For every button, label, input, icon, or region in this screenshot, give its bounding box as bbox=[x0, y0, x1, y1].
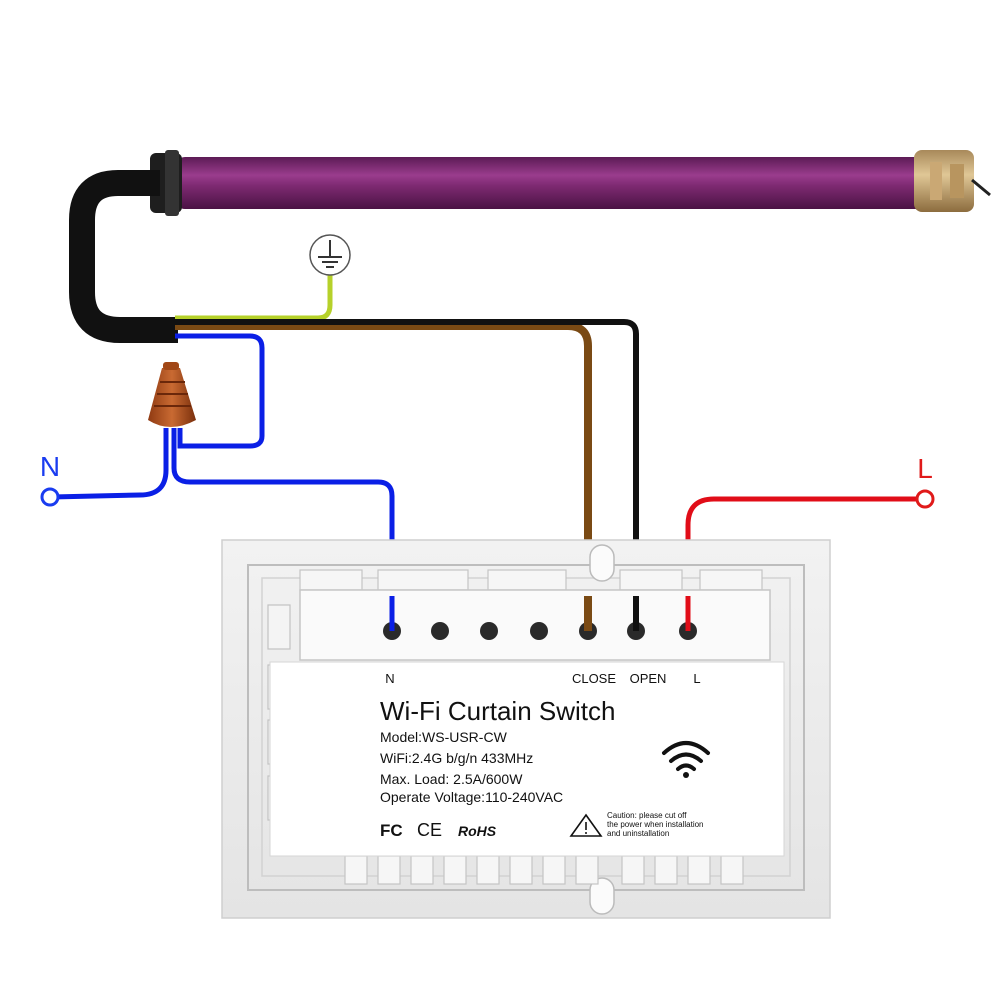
switch-neutral-wire bbox=[171, 428, 395, 630]
terminal-label-l: L bbox=[693, 671, 700, 686]
motor-end-cap bbox=[914, 150, 991, 212]
top-ribs bbox=[299, 569, 763, 591]
caution-line-1: Caution: please cut off bbox=[607, 811, 687, 820]
motor-neutral-wire bbox=[175, 333, 265, 449]
caution-line-2: the power when installation bbox=[607, 820, 704, 829]
neutral-input-label: N bbox=[40, 451, 60, 482]
wifi-icon bbox=[662, 741, 710, 778]
terminal-label-n: N bbox=[385, 671, 394, 686]
open-wire bbox=[175, 319, 639, 630]
ground-wire bbox=[175, 272, 333, 321]
spec-wifi: WiFi:2.4G b/g/n 433MHz bbox=[380, 750, 533, 766]
terminal-4-screw bbox=[530, 622, 548, 640]
live-wire bbox=[685, 496, 925, 630]
terminal-2-screw bbox=[431, 622, 449, 640]
tubular-motor bbox=[150, 150, 991, 216]
live-input-terminal: L bbox=[915, 453, 935, 509]
terminal-label-open: OPEN bbox=[630, 671, 667, 686]
neutral-input-wire bbox=[51, 428, 169, 500]
wire-nut-icon bbox=[148, 362, 196, 427]
close-wire bbox=[175, 322, 592, 630]
wifi-curtain-switch: N CLOSE OPEN L Wi-Fi Curtain Switch Mode… bbox=[221, 539, 831, 919]
bottom-ribs bbox=[344, 855, 744, 885]
caution-line-3: and uninstallation bbox=[607, 829, 669, 838]
fc-mark: FC bbox=[380, 821, 403, 840]
spec-max-load: Max. Load: 2.5A/600W bbox=[380, 771, 523, 787]
neutral-input-terminal: N bbox=[40, 451, 60, 507]
terminal-label-close: CLOSE bbox=[572, 671, 616, 686]
rohs-mark: RoHS bbox=[458, 823, 497, 839]
caution-icon bbox=[569, 813, 603, 837]
device-title: Wi-Fi Curtain Switch bbox=[380, 696, 615, 726]
live-input-label: L bbox=[917, 453, 933, 484]
ground-symbol-icon bbox=[309, 234, 351, 276]
spec-model: Model:WS-USR-CW bbox=[380, 729, 508, 745]
motor-cable bbox=[69, 170, 178, 343]
spec-voltage: Operate Voltage:110-240VAC bbox=[380, 789, 563, 805]
ce-mark: CE bbox=[417, 820, 442, 840]
terminal-3-screw bbox=[480, 622, 498, 640]
